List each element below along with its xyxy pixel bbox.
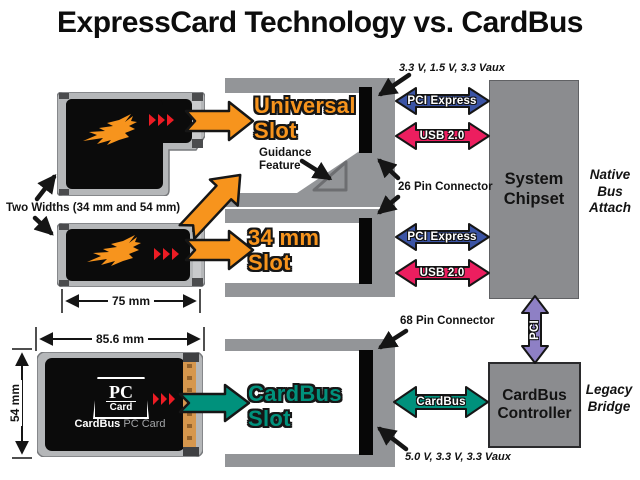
dim-85mm-label: 85.6 mm — [91, 332, 149, 346]
rabbit-logo-icon — [83, 114, 137, 145]
pci-express-label-34mm: PCI Express — [407, 231, 477, 243]
page-title: ExpressCard Technology vs. CardBus — [57, 6, 583, 39]
native-bus-attach-label: Native Bus Attach — [588, 167, 631, 215]
guidance-feature-label: Guidance Feature — [259, 147, 312, 172]
pin68-label: 68 Pin Connector — [400, 315, 495, 327]
pc-card-logo: PC Card — [93, 377, 149, 419]
pci-express-label-universal: PCI Express — [407, 95, 477, 107]
cardbus-pc-card: PC Card CardBus PC Card — [37, 352, 203, 457]
universal-26pin-connector — [359, 87, 372, 153]
cardbus-68pin-connector — [359, 350, 373, 455]
cardbus-bus-label: CardBus — [416, 396, 466, 408]
slot-34mm-26pin-connector — [359, 218, 372, 284]
two-widths-label: Two Widths (34 mm and 54 mm) — [6, 202, 181, 214]
rabbit-logo-icon — [87, 235, 141, 266]
dim-75mm-label: 75 mm — [107, 294, 155, 308]
speed-chevrons-icon — [149, 114, 174, 126]
speed-chevrons-icon — [153, 393, 175, 405]
express-voltages-label: 3.3 V, 1.5 V, 3.3 Vaux — [399, 62, 505, 74]
usb2-label-34mm: USB 2.0 — [419, 267, 465, 279]
pointer-arrow-width34 — [32, 215, 54, 236]
expresscard-universal-card — [57, 92, 205, 196]
legacy-bridge-label: Legacy Bridge — [585, 382, 633, 414]
cardbus-card-name: CardBus PC Card — [74, 418, 166, 430]
system-chipset-box: System Chipset — [489, 80, 579, 299]
pointer-arrow-width54 — [34, 174, 57, 202]
expresscard-34mm-card — [57, 223, 205, 287]
slot-34mm-label: 34 mm Slot — [248, 225, 320, 275]
expresscard-34mm-card-art — [57, 223, 205, 287]
expresscard-universal-card-art — [57, 92, 205, 196]
cardbus-pc-card-art — [37, 352, 203, 457]
cardbus-slot-label: CardBus Slot — [248, 381, 342, 431]
pci-bus-label: PCI — [529, 320, 541, 340]
dim-54mm-label: 54 mm — [8, 379, 22, 427]
speed-chevrons-icon — [154, 248, 179, 260]
cardbus-slot-housing — [225, 339, 395, 467]
pin26-label: 26 Pin Connector — [398, 181, 493, 193]
cardbus-voltages-label: 5.0 V, 3.3 V, 3.3 Vaux — [405, 451, 511, 463]
usb2-label-universal: USB 2.0 — [419, 130, 465, 142]
cardbus-controller-box: CardBus Controller — [488, 362, 581, 448]
universal-slot-label: Universal Slot — [254, 93, 356, 143]
